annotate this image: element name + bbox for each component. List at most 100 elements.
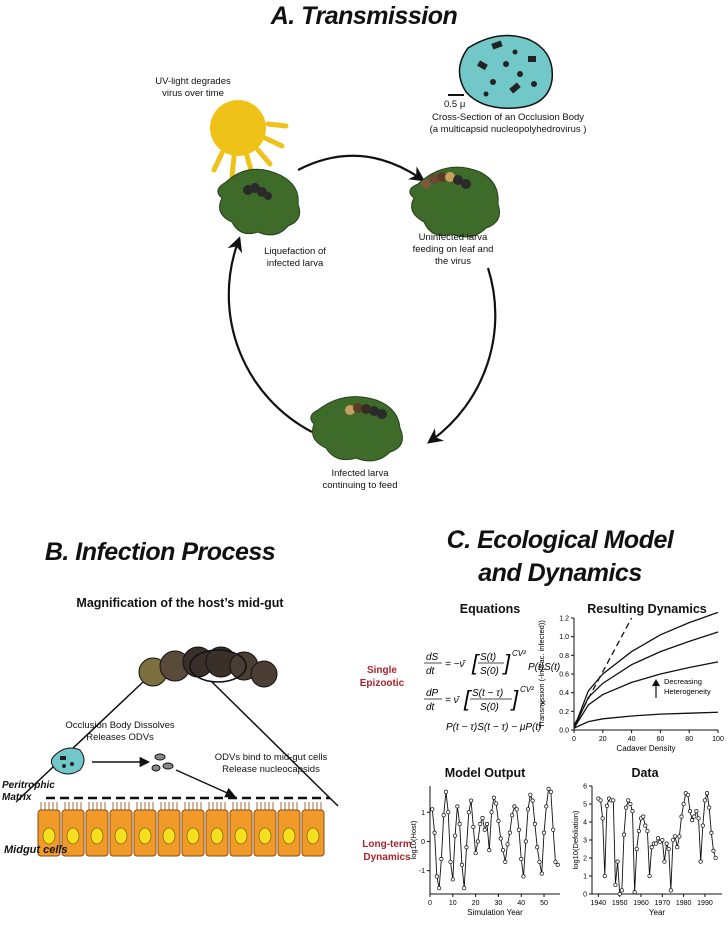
cell-nucleus bbox=[138, 827, 152, 845]
data-point bbox=[503, 859, 508, 864]
data-point bbox=[698, 859, 703, 864]
equations-header: Equations bbox=[459, 602, 521, 616]
y-tick-label: 0.8 bbox=[559, 653, 569, 660]
bind-label: ODVs bind to mid-gut cells Release nucle… bbox=[214, 752, 328, 775]
annotation-label: Heterogeneity bbox=[664, 687, 711, 696]
y-tick-label: 0 bbox=[583, 892, 587, 899]
data-point bbox=[528, 792, 533, 797]
liquefaction-label: Liquefaction of infected larva bbox=[264, 246, 326, 269]
cell-nucleus bbox=[282, 827, 296, 845]
data-point bbox=[473, 851, 478, 856]
annotation-arrowhead bbox=[652, 679, 660, 686]
data-point bbox=[459, 862, 464, 867]
data-point bbox=[464, 845, 469, 850]
equation-dp: dP dt = ν̄ [ S(t − τ) S(0) ] CV² × P(t −… bbox=[422, 684, 572, 744]
svg-text:dt: dt bbox=[426, 666, 436, 677]
occlusion-body-icon bbox=[448, 34, 554, 109]
cell-nucleus bbox=[114, 827, 128, 845]
data-point bbox=[673, 834, 678, 839]
svg-text:[: [ bbox=[471, 650, 480, 675]
data-point bbox=[491, 795, 496, 800]
data-point bbox=[523, 839, 528, 844]
data-point bbox=[455, 804, 460, 809]
data-point bbox=[711, 848, 716, 853]
series-line bbox=[573, 711, 719, 729]
data-point bbox=[713, 855, 718, 861]
data-point bbox=[628, 801, 633, 807]
x-tick-label: 10 bbox=[449, 900, 457, 907]
data-point bbox=[662, 859, 667, 864]
cell-nucleus bbox=[42, 827, 56, 845]
equation-dp-svg: dP dt = ν̄ [ S(t − τ) S(0) ] CV² × P(t −… bbox=[424, 685, 546, 733]
data-point bbox=[553, 859, 558, 864]
data-point bbox=[521, 874, 526, 879]
data-point bbox=[466, 810, 471, 815]
data-point bbox=[666, 846, 671, 852]
data-point bbox=[668, 888, 673, 893]
svg-text:CV²: CV² bbox=[512, 649, 526, 658]
data-point bbox=[677, 834, 682, 839]
data-point bbox=[690, 818, 695, 823]
series-line bbox=[573, 631, 719, 729]
x-axis-label: Year bbox=[649, 908, 666, 917]
cell-nucleus bbox=[306, 827, 320, 845]
data-point bbox=[480, 816, 485, 821]
data-point bbox=[450, 877, 455, 882]
svg-text:dP: dP bbox=[426, 688, 439, 699]
data-point bbox=[537, 859, 542, 864]
data-point bbox=[694, 809, 699, 814]
midgut-label: Midgut cells bbox=[4, 844, 68, 856]
svg-text:CV²: CV² bbox=[520, 685, 534, 694]
x-tick-label: 1970 bbox=[655, 900, 671, 907]
data-point bbox=[441, 813, 446, 818]
x-tick-label: 60 bbox=[657, 736, 665, 743]
data-point bbox=[705, 791, 710, 796]
single-epizootic-label: Single Epizootic bbox=[359, 665, 405, 689]
svg-text:S(t): S(t) bbox=[480, 652, 496, 663]
data-point bbox=[482, 827, 487, 832]
cell-nucleus bbox=[66, 827, 80, 845]
leaf-liquefaction-icon bbox=[217, 168, 301, 236]
svg-text:[: [ bbox=[463, 686, 472, 711]
data-point bbox=[539, 871, 544, 876]
section-c-title: C. Ecological Model and Dynamics bbox=[446, 526, 674, 587]
data-point bbox=[475, 839, 480, 844]
data-point bbox=[709, 830, 714, 835]
data-point bbox=[532, 821, 537, 826]
data-point bbox=[448, 859, 453, 864]
x-tick-label: 30 bbox=[495, 900, 503, 907]
svg-text:dt: dt bbox=[426, 702, 436, 713]
y-tick-label: 2 bbox=[583, 856, 587, 863]
x-tick-label: 80 bbox=[685, 736, 693, 743]
odv-icon bbox=[151, 753, 174, 772]
cell-nucleus bbox=[186, 827, 200, 845]
data-point bbox=[692, 814, 697, 819]
svg-text:×: × bbox=[540, 698, 546, 709]
cycle-arrow-left bbox=[227, 236, 313, 433]
annotation-label: Decreasing bbox=[664, 677, 702, 686]
data-point bbox=[530, 798, 535, 803]
data-point bbox=[598, 798, 603, 803]
uv-label: UV-light degrades virus over time bbox=[155, 76, 231, 99]
y-tick-label: 0.2 bbox=[559, 709, 569, 716]
svg-text:= ν̄: = ν̄ bbox=[445, 695, 461, 706]
data-point bbox=[664, 841, 669, 846]
cell-nucleus bbox=[234, 827, 248, 845]
data-point bbox=[469, 798, 474, 803]
data-point bbox=[600, 816, 605, 821]
data-point bbox=[687, 809, 693, 814]
data-point bbox=[626, 798, 631, 803]
data-point bbox=[478, 821, 483, 826]
x-tick-label: 40 bbox=[517, 900, 525, 907]
y-tick-label: -1 bbox=[419, 868, 425, 875]
y-tick-label: 0.6 bbox=[559, 672, 569, 679]
y-tick-label: 3 bbox=[583, 838, 587, 845]
data-point bbox=[496, 818, 501, 824]
data-point bbox=[649, 845, 654, 850]
y-tick-label: 0 bbox=[421, 839, 425, 846]
data-point bbox=[617, 891, 622, 897]
infected-label: Infected larva continuing to feed bbox=[322, 468, 398, 491]
occlusion-caption: Cross-Section of an Occlusion Body (a mu… bbox=[429, 112, 587, 135]
cell-nucleus bbox=[210, 827, 224, 845]
